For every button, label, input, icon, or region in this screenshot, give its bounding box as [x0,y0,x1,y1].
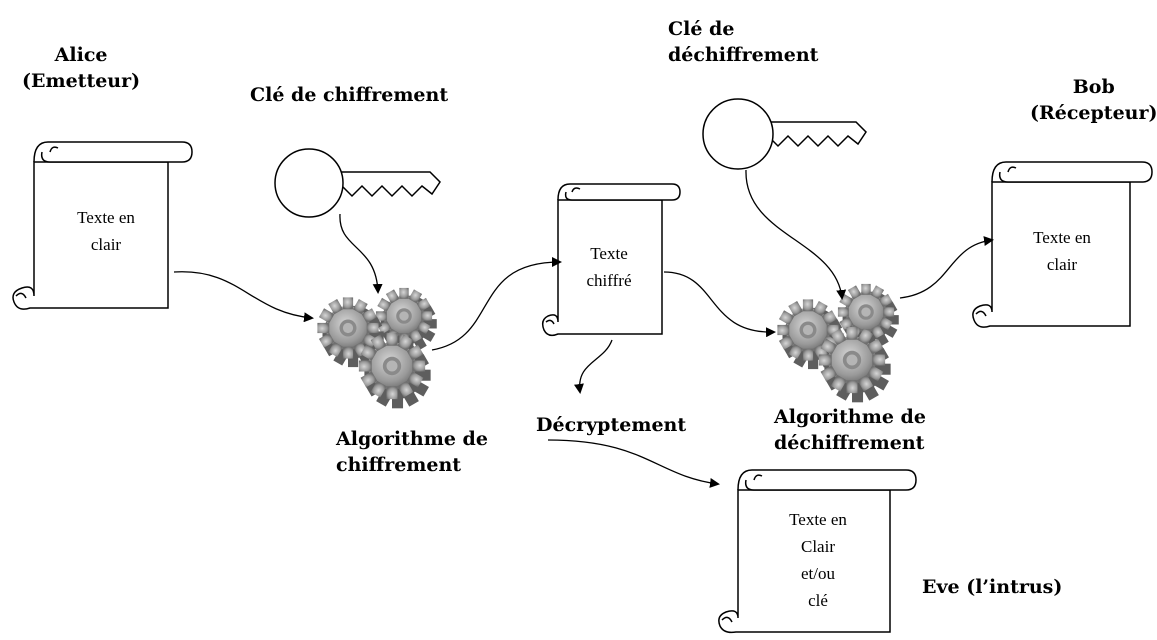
arrow-key-to-decryption [745,169,847,300]
text-line: chiffré [586,271,632,290]
decryption-algorithm-label-line1: Algorithme de [774,406,926,428]
arrow-algorithm-to-ciphertext [431,257,562,351]
eve-label: Eve (l’intrus) [922,576,1063,598]
arrow-ciphertext-to-cryptanalysis [573,339,613,394]
text-line: clair [1046,255,1078,274]
encryption-key-icon [274,148,441,218]
alice-label: Alice (Emetteur) [22,42,140,94]
intruder-result-text: Texte en Clair et/ou clé [766,506,870,614]
alice-name: Alice [54,44,108,66]
encryption-algorithm-label-line2: chiffrement [336,454,462,476]
text-line: Clair [801,537,835,556]
text-line: Texte en [1033,228,1091,247]
text-line: Texte en [789,510,847,529]
arrow-ciphertext-to-decryption [663,271,776,338]
decryption-algorithm-label: Algorithme de déchiffrement [774,404,926,456]
bob-role: (Récepteur) [1030,102,1157,124]
text-line: Texte en [77,208,135,227]
alice-role: (Emetteur) [22,70,141,92]
scroll-plaintext-receiver [972,161,1153,328]
text-line: Texte [590,244,628,263]
decryption-algorithm-label-line2: déchiffrement [774,432,925,454]
cryptanalysis-label: Décryptement [536,414,687,436]
ciphertext-text: Texte chiffré [568,240,650,294]
text-line: et/ou [801,564,835,583]
text-line: clair [90,235,122,254]
encryption-key-label: Clé de chiffrement [250,84,449,106]
bob-name: Bob [1072,76,1115,98]
plaintext-receiver-text: Texte en clair [1012,224,1112,278]
scroll-plaintext-sender [12,141,193,310]
arrow-plaintext-to-algorithm [173,271,314,323]
arrow-key-to-algorithm [339,213,383,294]
plaintext-sender-text: Texte en clair [56,204,156,258]
scroll-ciphertext [541,183,681,337]
decryption-algorithm-gears-icon [777,283,899,403]
decryption-key-label-line2: déchiffrement [668,44,819,66]
encryption-algorithm-label: Algorithme de chiffrement [336,426,488,478]
decryption-key-icon [702,98,867,170]
decryption-key-label: Clé de déchiffrement [668,16,818,68]
arrow-cryptanalysis-to-intruder [547,439,720,488]
encryption-algorithm-gears-icon [317,287,437,409]
bob-label: Bob (Récepteur) [1030,74,1157,126]
text-line: clé [808,591,828,610]
arrow-decryption-to-plaintext [899,236,994,299]
decryption-key-label-line1: Clé de [668,18,735,40]
scroll-intruder-result [718,469,917,634]
encryption-algorithm-label-line1: Algorithme de [336,428,488,450]
